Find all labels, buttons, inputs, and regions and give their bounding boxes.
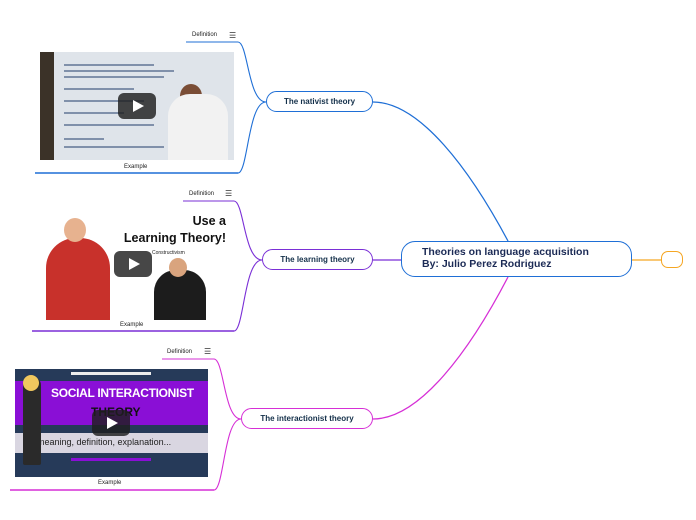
central-topic-title: Theories on language acquisition (422, 246, 589, 258)
nativist-definition-label[interactable]: Definition (192, 32, 218, 38)
interactionist-example-label[interactable]: Example (98, 480, 122, 486)
empty-topic-node[interactable] (661, 251, 683, 268)
video-subtitle: meaning, definition, explanation... (37, 437, 172, 447)
nativist-notes-icon[interactable]: ☰ (229, 31, 237, 40)
learning-video-thumbnail[interactable]: Use a Learning Theory! Constructivism (36, 208, 232, 320)
video-subtitle: Constructivism (152, 250, 185, 256)
play-icon[interactable] (114, 251, 152, 277)
topic-interactionist-theory[interactable]: The interactionist theory (241, 408, 373, 429)
play-icon[interactable] (118, 93, 156, 119)
cartoon-figure (23, 377, 41, 465)
progress-bar (71, 458, 151, 461)
interactionist-definition-label[interactable]: Definition (167, 349, 193, 355)
central-topic-author: By: Julio Perez Rodriguez (422, 258, 552, 270)
video-title-line2: Learning Theory! (123, 231, 226, 245)
interactionist-notes-icon[interactable]: ☰ (204, 347, 212, 356)
play-icon[interactable] (92, 410, 130, 436)
person-red-shirt (46, 238, 110, 320)
topic-nativist-theory[interactable]: The nativist theory (266, 91, 373, 112)
learning-example-label[interactable]: Example (120, 322, 144, 328)
topic-learning-theory[interactable]: The learning theory (262, 249, 373, 270)
presenter (168, 94, 228, 160)
interactionist-video-thumbnail[interactable]: SOCIAL INTERACTIONIST THEORY meaning, de… (15, 369, 208, 477)
learning-definition-label[interactable]: Definition (189, 191, 215, 197)
nativist-example-label[interactable]: Example (124, 164, 148, 170)
central-topic[interactable]: Theories on language acquisition By: Jul… (401, 241, 632, 277)
connector-central-to-interactionist (372, 276, 509, 420)
video-title-line1: Use a (192, 214, 226, 228)
connector-central-to-nativist (372, 101, 509, 242)
video-title-line1: SOCIAL INTERACTIONIST (51, 386, 194, 400)
learning-notes-icon[interactable]: ☰ (225, 189, 233, 198)
nativist-video-thumbnail[interactable] (40, 52, 234, 160)
person-black-shirt (154, 270, 206, 320)
